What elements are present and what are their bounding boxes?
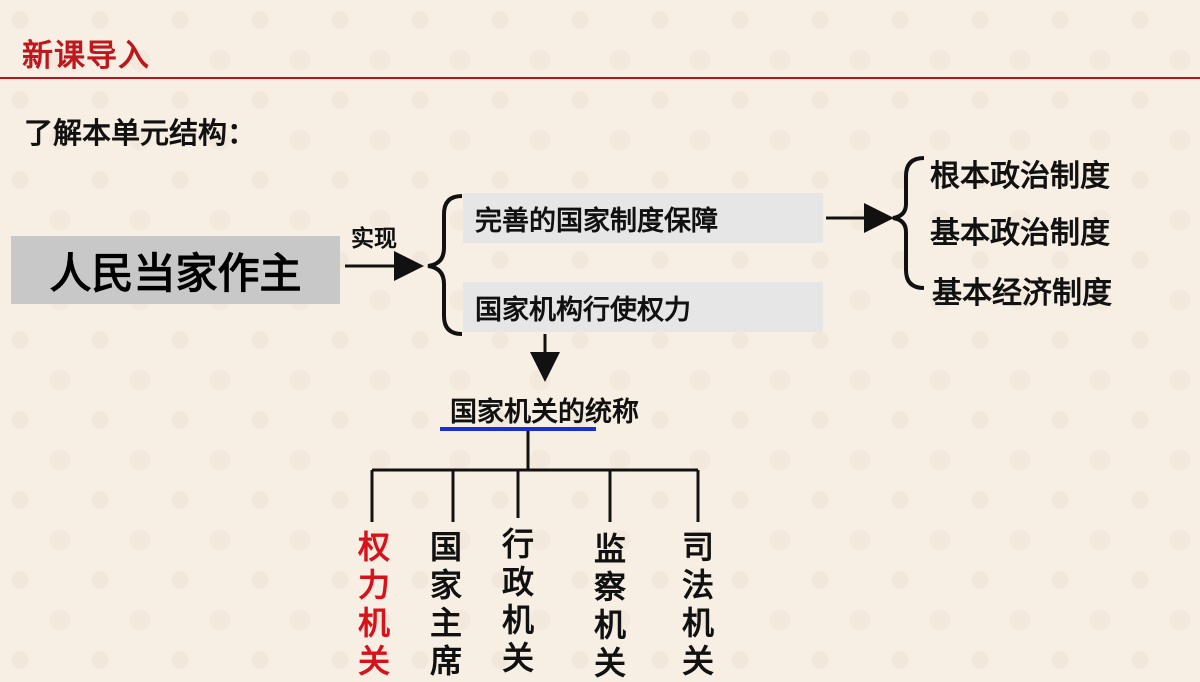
organ-char: 机 bbox=[593, 606, 626, 644]
branch-institutional-guarantee: 完善的国家制度保障 bbox=[463, 193, 823, 243]
organ-char: 机 bbox=[681, 604, 714, 642]
edge-label: 实现 bbox=[351, 226, 397, 252]
organ-char: 主 bbox=[429, 604, 462, 642]
organ-char: 关 bbox=[681, 642, 714, 680]
organ-char: 政 bbox=[501, 563, 534, 601]
section-subtitle: 了解本单元结构： bbox=[24, 116, 257, 150]
root-node: 人民当家作主 bbox=[11, 236, 340, 304]
organ-char: 关 bbox=[357, 642, 390, 680]
system-basic-political: 基本政治制度 bbox=[930, 216, 1110, 251]
collective-term: 国家机关的统称 bbox=[450, 397, 639, 428]
organ-char: 司 bbox=[681, 528, 714, 566]
organ-char: 国 bbox=[429, 528, 462, 566]
organ-char: 监 bbox=[593, 530, 626, 568]
title-divider bbox=[0, 77, 1200, 79]
organ-judicial: 司法机关 bbox=[678, 528, 718, 680]
organ-char: 法 bbox=[681, 566, 714, 604]
organ-char: 机 bbox=[357, 604, 390, 642]
organ-char: 力 bbox=[357, 566, 390, 604]
organ-legislative: 权力机关 bbox=[354, 528, 394, 680]
right-brace bbox=[892, 156, 925, 290]
organ-char: 家 bbox=[429, 566, 462, 604]
left-brace bbox=[427, 194, 463, 336]
system-fundamental-political: 根本政治制度 bbox=[930, 159, 1110, 194]
organ-president: 国家主席 bbox=[426, 528, 466, 680]
organ-administrative: 行政机关 bbox=[498, 525, 538, 677]
branch-state-power: 国家机构行使权力 bbox=[463, 282, 823, 332]
organ-char: 机 bbox=[501, 601, 534, 639]
organ-char: 权 bbox=[357, 528, 390, 566]
page-title: 新课导入 bbox=[22, 38, 150, 74]
organ-char: 行 bbox=[501, 525, 534, 563]
organ-char: 关 bbox=[501, 639, 534, 677]
organ-char: 察 bbox=[593, 568, 626, 606]
organ-char: 席 bbox=[429, 642, 462, 680]
system-basic-economic: 基本经济制度 bbox=[932, 276, 1112, 311]
